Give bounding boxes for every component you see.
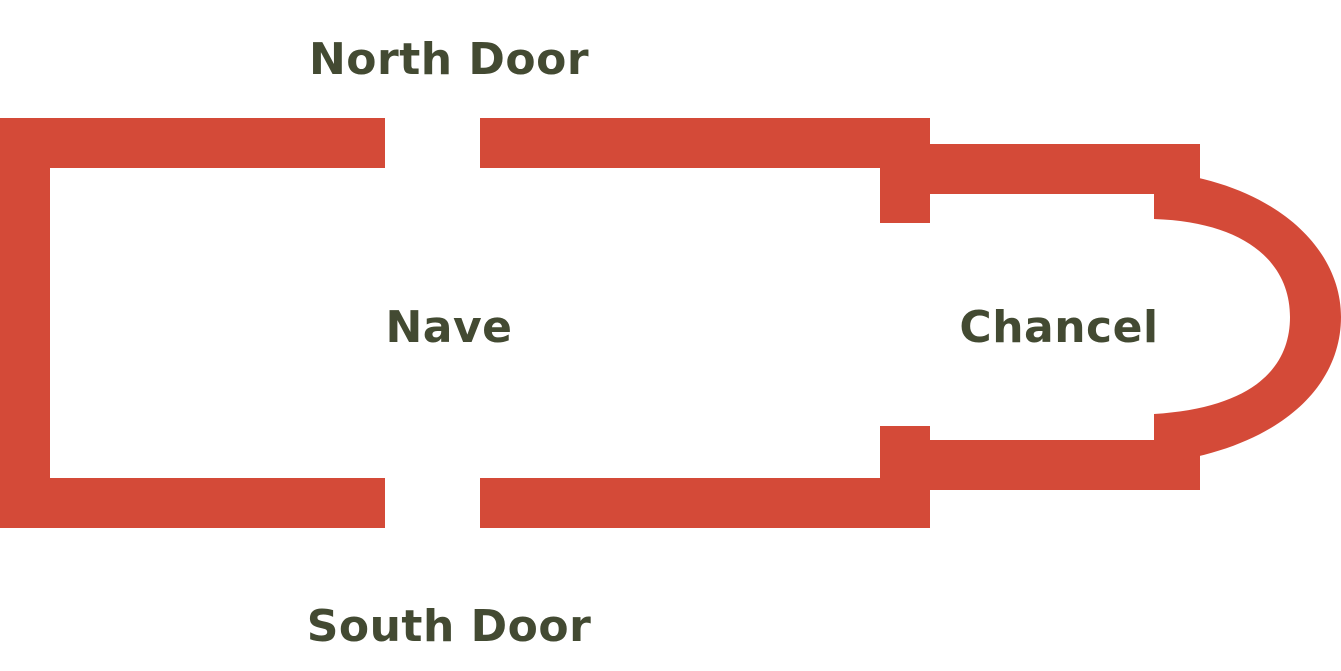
nave-label: Nave: [385, 302, 512, 353]
chancel-apse: [1154, 171, 1341, 464]
chancel-label: Chancel: [959, 302, 1158, 353]
north-door-label: North Door: [309, 34, 589, 85]
nave-north-wall-east: [480, 118, 930, 168]
nave-south-wall-east: [480, 478, 930, 528]
chancel-arch-pier-north: [880, 118, 930, 223]
walls: [0, 118, 1341, 528]
chancel-arch-pier-south: [880, 426, 930, 528]
nave-west-wall: [0, 118, 385, 528]
south-door-label: South Door: [307, 601, 592, 652]
labels: North Door South Door Nave Chancel: [307, 34, 1158, 652]
